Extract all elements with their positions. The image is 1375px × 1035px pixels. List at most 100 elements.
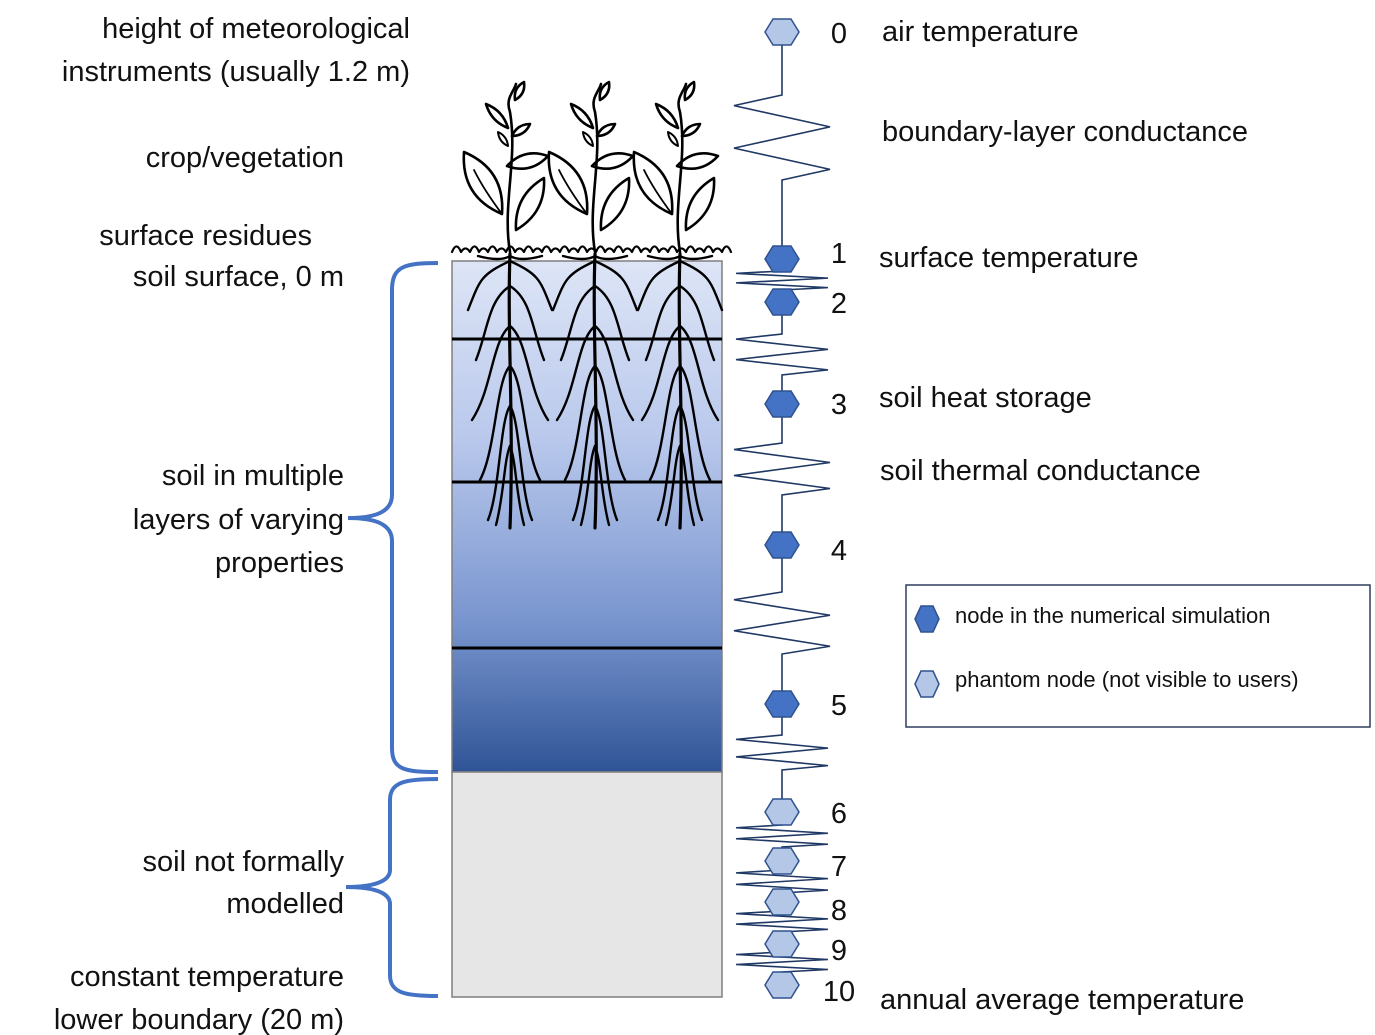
node-number-0: 0 [831,18,847,50]
plant-leaf [675,152,720,170]
soil-layers-label-line1: soil in multiple [162,460,344,492]
legend-box [905,584,1371,728]
model-node-legend-icon [914,605,940,633]
plant-leaf [667,131,679,147]
plant-leaf [684,176,716,232]
surface-temperature-label: surface temperature [879,242,1139,274]
root-branch [466,259,512,312]
boundary-layer-conductance-label: boundary-layer conductance [882,116,1248,148]
node-number-5: 5 [831,690,847,722]
model-node-legend-label: node in the numerical simulation [955,603,1271,628]
unmodelled-soil-brace [345,777,439,998]
root-branch [478,364,512,482]
node-number-2: 2 [831,288,847,320]
root-branch [474,284,512,362]
node-number-1: 1 [831,238,847,270]
nodes [764,18,800,999]
root-branch [555,324,597,422]
root-branch [559,284,597,362]
root-branch [508,404,534,522]
plant-leaf-vein [473,169,503,215]
root-branch [593,364,627,482]
model-node-1 [764,245,800,273]
annual-average-temperature-label: annual average temperature [880,984,1244,1016]
root-branch [508,444,526,527]
plant-stem [676,82,688,254]
not-modelled-label-line1: soil not formally [143,846,345,878]
phantom-node-0 [764,18,800,46]
modelled-soil-brace [347,261,439,774]
plant-roots-icon [636,252,724,530]
plant-leaf [595,122,617,138]
root-branch [678,259,724,312]
root-branch [644,284,682,362]
root-branch [593,404,619,522]
plant-leaf [582,131,594,147]
root-branch [494,444,512,527]
plant-leaf [462,150,504,216]
plant-leaf [497,131,509,147]
plant-roots-icon [551,252,639,530]
plant-icon [632,80,720,254]
conductance-spring [733,404,831,545]
root-branch [551,259,597,312]
plant-leaf [598,80,611,102]
root-branch [678,284,716,362]
taproot [677,252,683,530]
model-node-2 [764,288,800,316]
soil-surface-label: soil surface, 0 m [133,261,344,293]
conductance-spring [733,32,831,259]
root-branch [486,404,512,522]
root-branch [508,324,550,422]
legend: node in the numerical simulation phantom… [905,584,1371,728]
lower-boundary-label-line2: lower boundary (20 m) [54,1004,344,1035]
node-number-4: 4 [831,535,847,567]
plant-leaf [569,102,595,130]
root-branch [678,364,712,482]
not-modelled-label-line2: modelled [226,888,344,920]
lower-boundary-label-line1: constant temperature [70,961,344,993]
node-number-7: 7 [831,851,847,883]
soil-column [451,260,723,998]
model-node-4 [764,531,800,559]
root-branch [563,364,597,482]
crop-label: crop/vegetation [146,142,344,174]
root-crown [561,254,629,261]
plant-stem [591,82,603,254]
plant-stem [506,82,518,254]
model-node-3 [764,390,800,418]
root-branch [571,404,597,522]
phantom-node-8 [764,888,800,916]
root-branch [678,444,696,527]
right-labels: air temperature boundary-layer conductan… [879,16,1248,1016]
node-number-8: 8 [831,895,847,927]
phantom-node-legend-icon [914,670,940,698]
root-branch [508,259,554,312]
plant-leaf [510,122,532,138]
root-branch [508,364,542,482]
plant-leaf [547,150,589,216]
soil-thermal-conductance-label: soil thermal conductance [880,455,1201,487]
phantom-node-7 [764,847,800,875]
root-branch [508,284,546,362]
plant-roots-icon [466,252,554,530]
taproot [592,252,598,530]
root-branch [636,259,682,312]
root-branch [593,444,611,527]
phantom-node-legend-label: phantom node (not visible to users) [955,667,1299,692]
phantom-node-9 [764,930,800,958]
conductance-spring [735,704,829,812]
node-number-3: 3 [831,389,847,421]
conductance-spring [735,302,829,404]
node-chain [733,32,831,985]
node-numbers: 0 1 2 3 4 5 6 7 8 9 10 [823,18,855,1008]
root-branch [664,444,682,527]
air-temperature-label: air temperature [882,16,1079,48]
plant-leaf [513,80,526,102]
plant-leaf [599,176,631,232]
plant-leaf [683,80,696,102]
node-number-6: 6 [831,798,847,830]
surface-residue-icon [450,245,733,254]
unmodelled-soil-block [451,771,723,998]
